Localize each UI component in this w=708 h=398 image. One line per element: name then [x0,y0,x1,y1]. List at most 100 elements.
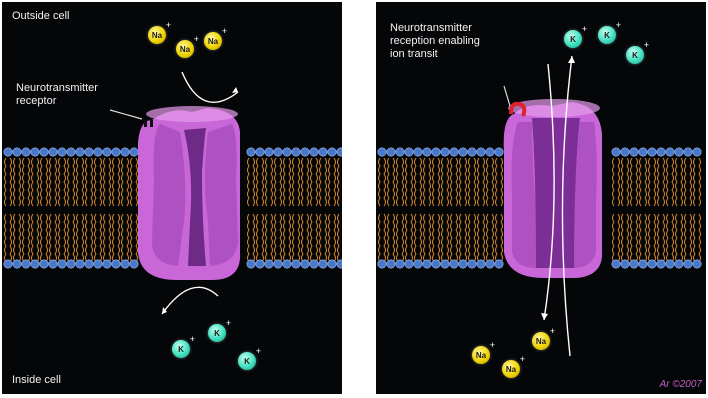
lipid-head [337,148,342,156]
lipid-tail [487,214,489,262]
lipid-tail [672,214,674,262]
lipid-tail [131,158,133,206]
lipid-tail [271,214,273,262]
lipid-tail [325,158,327,206]
lipid-tail [127,158,129,206]
lipid-tail [275,158,277,206]
lipid-head [121,260,129,268]
lipid-tail [50,158,52,206]
lipid-tail [636,214,638,262]
lipid-tail [438,158,440,206]
lipid-tail [393,158,395,206]
lipid-head [49,148,57,156]
lipid-head [40,260,48,268]
lipid-tail [325,214,327,262]
outside-cell-label: Outside cell [12,10,69,23]
lipid-tail [492,158,494,206]
lipid-tail [447,214,449,262]
lipid-head [657,260,665,268]
lipid-head [85,148,93,156]
lipid-tail [397,214,399,262]
lipid-tail [613,214,615,262]
lipid-tail [253,214,255,262]
potassium-ion: K+ [626,46,644,64]
lipid-head [49,260,57,268]
lipid-tail [613,158,615,206]
sodium-ion: Na+ [502,360,520,378]
lipid-tail [122,214,124,262]
lipid-head [67,260,75,268]
lipid-tail [262,158,264,206]
lipid-tail [631,158,633,206]
potassium-ion: K+ [238,352,256,370]
lipid-tail [690,158,692,206]
lipid-tail [420,158,422,206]
sodium-exit-arrowhead [232,87,238,93]
lipid-tail [384,214,386,262]
lipid-tail [487,158,489,206]
lipid-tail [685,214,687,262]
lipid-head [432,260,440,268]
lipid-head [459,148,467,156]
lipid-tail [483,214,485,262]
lipid-tail [672,158,674,206]
lipid-tail [280,214,282,262]
lipid-tail [329,214,331,262]
reception-label-line1: Neurotransmitter [390,22,472,35]
lipid-head [112,260,120,268]
lipid-tail [293,214,295,262]
lipid-tail [379,158,381,206]
lipid-tail [640,158,642,206]
lipid-tail [627,158,629,206]
lipid-tail [658,214,660,262]
lipid-tail [64,158,66,206]
lipid-tail [257,158,259,206]
receptor-label-line2: receptor [16,95,56,108]
lipid-tail [50,214,52,262]
lipid-head [468,148,476,156]
lipid-head [675,260,683,268]
lipid-tail [320,158,322,206]
lipid-head [292,148,300,156]
lipid-tail [627,214,629,262]
lipid-head [405,260,413,268]
lipid-tail [289,214,291,262]
lipid-tail [658,158,660,206]
lipid-head [486,148,494,156]
lipid-tail [663,158,665,206]
inside-cell-label: Inside cell [12,374,61,387]
lipid-tail [640,214,642,262]
lipid-tail [690,214,692,262]
lipid-tail [55,214,57,262]
lipid-head [58,148,66,156]
lipid-head [639,148,647,156]
lipid-head [301,260,309,268]
lipid-tail [411,158,413,206]
potassium-ion: K+ [208,324,226,342]
lipid-head [94,148,102,156]
lipid-tail [14,214,16,262]
lipid-tail [68,214,70,262]
lipid-head [94,260,102,268]
lipid-tail [654,158,656,206]
lipid-tail [122,158,124,206]
lipid-tail [86,214,88,262]
lipid-tail [280,158,282,206]
lipid-head [387,148,395,156]
lipid-head [684,260,692,268]
receptor-label-line1: Neurotransmitter [16,82,98,95]
lipid-tail [676,214,678,262]
lipid-head [40,148,48,156]
lipid-head [423,260,431,268]
lipid-head [396,148,404,156]
lipid-head [630,148,638,156]
lipid-head [274,260,282,268]
lipid-head [414,148,422,156]
lipid-tail [645,158,647,206]
lipid-tail [266,158,268,206]
lipid-head [414,260,422,268]
lipid-head [675,148,683,156]
lipid-head [328,148,336,156]
lipid-tail [298,158,300,206]
lipid-tail [104,158,106,206]
